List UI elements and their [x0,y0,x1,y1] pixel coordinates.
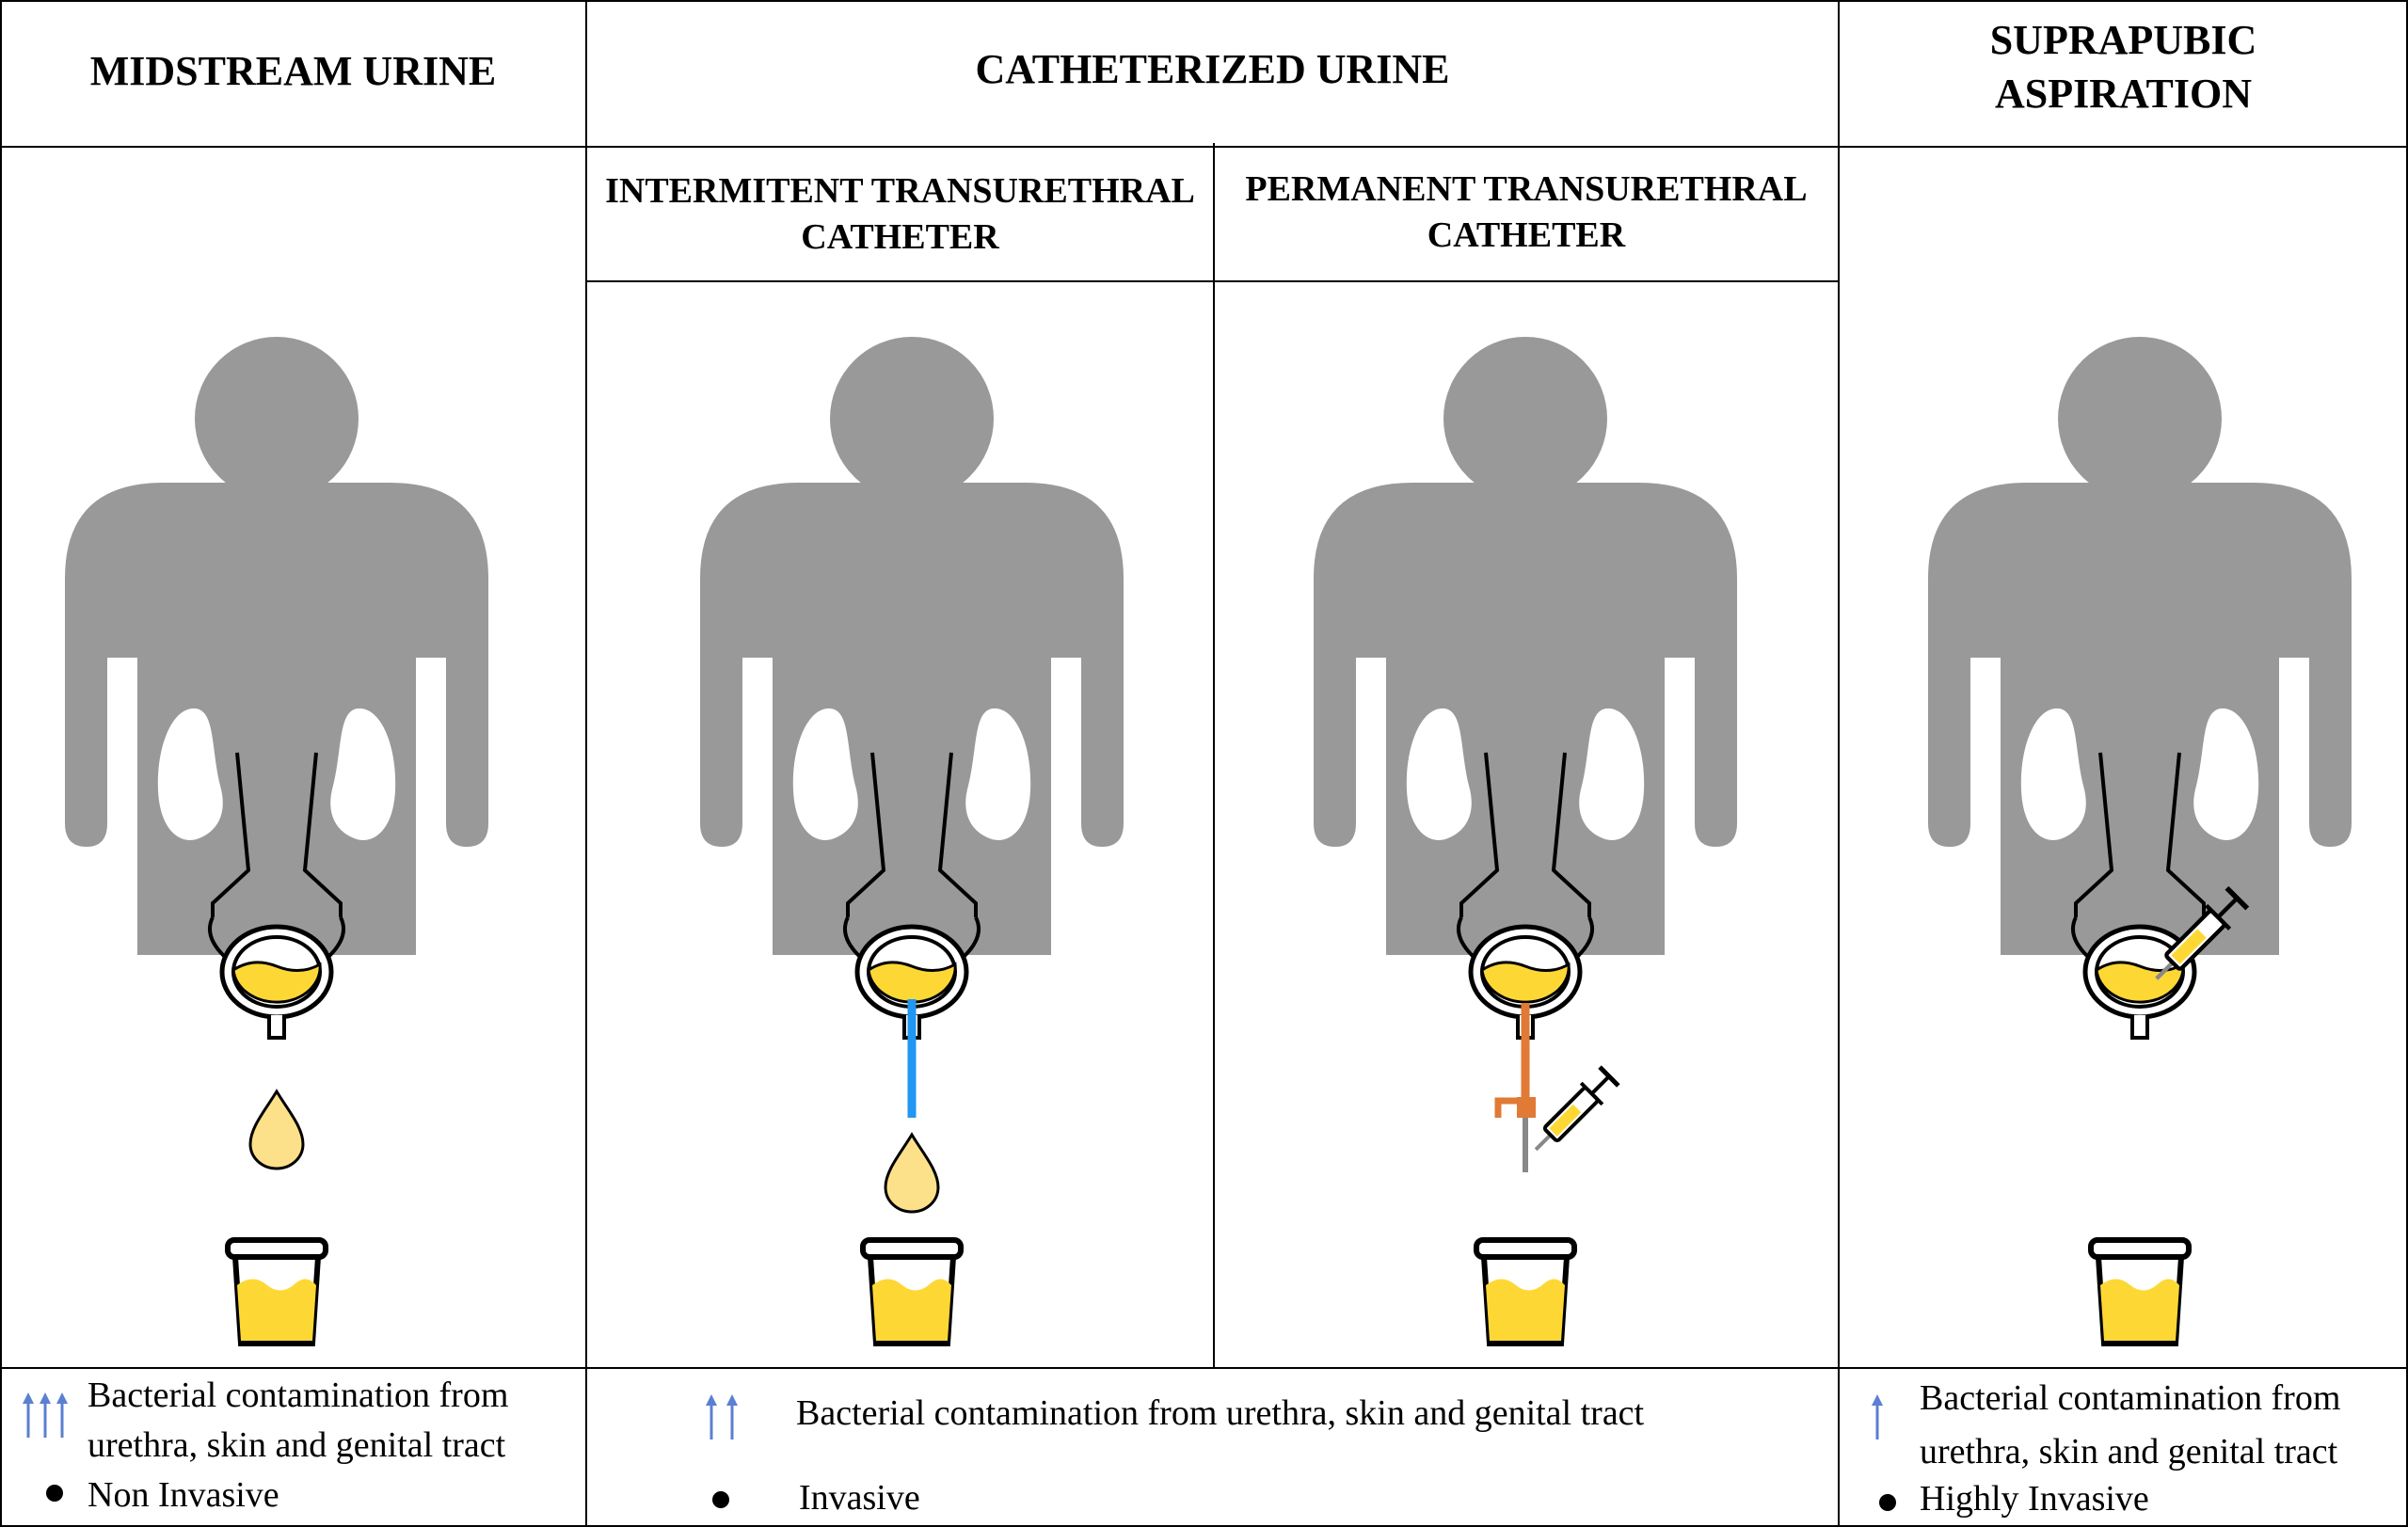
panel-suprapubic [1926,335,2353,1344]
footer-suprapubic-contamination-line2: urethra, skin and genital tract [1920,1432,2338,1471]
subheader-intermittent-line1: INTERMITENT TRANSURETHRAL [605,170,1195,211]
header-suprapubic: SUPRAPUBIC ASPIRATION [1839,0,2408,134]
bullet-icon [46,1485,63,1502]
subheader-intermittent: INTERMITENT TRANSURETHRAL CATHETER [586,149,1214,280]
specimen-cup-icon [863,1240,961,1344]
specimen-cup-icon [2091,1240,2189,1344]
person-silhouette-icon [1926,335,2353,957]
up-arrow-icon [1870,1392,1885,1441]
specimen-cup-icon [228,1240,326,1344]
up-arrow-icon [55,1391,70,1440]
subheader-permanent: PERMANENT TRANSURETHRAL CATHETER [1214,147,1839,278]
subheader-permanent-line1: PERMANENT TRANSURETHRAL [1245,168,1808,209]
header-midstream-label: MIDSTREAM URINE [89,48,497,95]
footer-midstream-contamination-line1: Bacterial contamination from [88,1376,509,1415]
urine-drop-icon [884,1133,940,1214]
footer-catheterized-arrows [704,1392,740,1441]
bullet-icon [1879,1494,1896,1511]
header-suprapubic-line1: SUPRAPUBIC [1989,16,2257,63]
footer-catheterized-contamination: Bacterial contamination from urethra, sk… [796,1393,1645,1433]
header-catheterized: CATHETERIZED URINE [586,0,1839,139]
bullet-icon [712,1491,729,1508]
panel-midstream [63,335,490,1344]
footer-suprapubic-arrows [1870,1392,1885,1441]
footer-midstream-invasiveness: Non Invasive [88,1475,279,1515]
footer-suprapubic-contamination-line1: Bacterial contamination from [1920,1378,2341,1418]
panel-permanent-catheter [1312,335,1739,1344]
panel-intermittent-catheter [698,335,1125,1344]
subheader-permanent-line2: CATHETER [1427,215,1626,255]
person-silhouette-icon [1312,335,1739,957]
header-catheterized-label: CATHETERIZED URINE [975,46,1450,93]
footer-catheterized-invasiveness: Invasive [799,1478,920,1518]
header-midstream: MIDSTREAM URINE [0,0,586,143]
up-arrow-icon [21,1391,36,1440]
specimen-cup-icon [1476,1240,1574,1344]
person-silhouette-icon [63,335,490,957]
footer-midstream-arrows [21,1391,70,1440]
catheter-icon [1494,1003,1536,1172]
up-arrow-icon [38,1391,53,1440]
footer-suprapubic-invasiveness: Highly Invasive [1920,1479,2149,1519]
person-silhouette-icon [698,335,1125,957]
urine-drop-icon [248,1090,305,1170]
footer-midstream-contamination-line2: urethra, skin and genital tract [88,1425,506,1465]
up-arrow-icon [725,1392,740,1441]
subheader-intermittent-line2: CATHETER [801,217,999,257]
header-suprapubic-line2: ASPIRATION [1994,71,2252,117]
up-arrow-icon [704,1392,719,1441]
syringe-icon [1525,1066,1619,1160]
